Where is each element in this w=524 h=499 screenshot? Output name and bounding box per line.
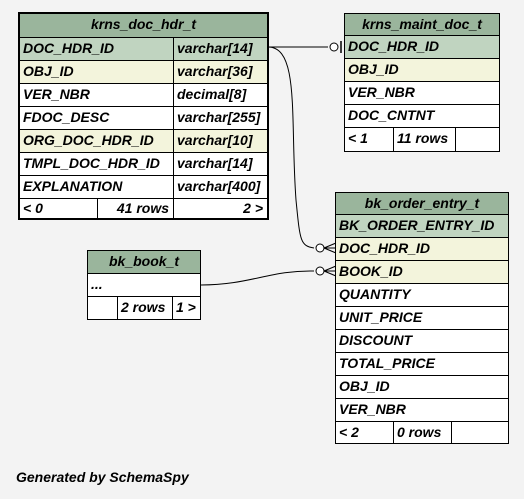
row-count: 2 rows [117, 297, 172, 319]
table-stats-row: < 0 41 rows 2 > [20, 199, 267, 218]
column-type: varchar[400] [173, 176, 267, 198]
child-count [455, 128, 499, 151]
column-name: VER_NBR [23, 86, 90, 102]
column-name: QUANTITY [339, 286, 411, 302]
table-row[interactable]: DOC_HDR_ID varchar[14] [20, 38, 267, 61]
table-row[interactable]: ORG_DOC_HDR_ID varchar[10] [20, 130, 267, 153]
table-header: bk_book_t [88, 251, 200, 274]
table-stats-row: 2 rows 1 > [88, 297, 200, 319]
table-row[interactable]: DOC_CNTNT [345, 105, 499, 128]
column-type: varchar[14] [173, 153, 267, 175]
child-count: 2 > [173, 199, 267, 218]
child-count: 1 > [172, 297, 200, 319]
relationship-line [200, 270, 315, 286]
generated-by-footer: Generated by SchemaSpy [16, 469, 189, 485]
column-type: varchar[14] [173, 38, 267, 60]
column-name: DOC_HDR_ID [23, 40, 115, 56]
child-count [451, 422, 508, 443]
parent-count: < 0 [23, 200, 43, 216]
column-name: FDOC_DESC [23, 109, 110, 125]
table-name: krns_doc_hdr_t [90, 16, 197, 32]
parent-count: < 1 [348, 130, 368, 146]
table-row[interactable]: BOOK_ID [336, 261, 508, 284]
column-name: DOC_HDR_ID [339, 240, 431, 256]
relationship-end-circle [329, 42, 339, 52]
table-row[interactable]: DOC_HDR_ID [336, 238, 508, 261]
table-row[interactable]: UNIT_PRICE [336, 307, 508, 330]
relationship-end-crow [323, 247, 337, 254]
table-row[interactable]: TMPL_DOC_HDR_ID varchar[14] [20, 153, 267, 176]
column-type: varchar[255] [173, 107, 267, 129]
column-name: OBJ_ID [23, 63, 74, 79]
table-row[interactable]: QUANTITY [336, 284, 508, 307]
parent-count: < 2 [339, 424, 359, 440]
column-name: ORG_DOC_HDR_ID [23, 132, 154, 148]
table-stats-row: < 2 0 rows [336, 422, 508, 443]
column-name: DOC_HDR_ID [348, 38, 440, 54]
row-count: 0 rows [393, 422, 451, 443]
table-header: krns_maint_doc_t [345, 14, 499, 36]
table-stats-row: < 1 11 rows [345, 128, 499, 151]
table-row[interactable]: OBJ_ID varchar[36] [20, 61, 267, 84]
table-name: krns_maint_doc_t [362, 16, 482, 32]
column-name: EXPLANATION [23, 178, 123, 194]
table-row[interactable]: VER_NBR [336, 399, 508, 422]
column-name: VER_NBR [348, 84, 415, 100]
table-bk-order-entry-t[interactable]: bk_order_entry_t BK_ORDER_ENTRY_ID DOC_H… [335, 192, 509, 444]
table-header: bk_order_entry_t [336, 193, 508, 215]
column-type: varchar[36] [173, 61, 267, 83]
table-row[interactable]: OBJ_ID [345, 59, 499, 82]
column-name: DOC_CNTNT [348, 107, 435, 123]
column-name: OBJ_ID [348, 61, 399, 77]
relationship-line [267, 46, 315, 249]
table-krns-doc-hdr-t[interactable]: krns_doc_hdr_t DOC_HDR_ID varchar[14] OB… [18, 12, 269, 220]
table-row[interactable]: OBJ_ID [336, 376, 508, 399]
table-row[interactable]: TOTAL_PRICE [336, 353, 508, 376]
column-name: BOOK_ID [339, 263, 403, 279]
row-count: 41 rows [97, 199, 173, 218]
relationship-end-circle [315, 243, 325, 253]
column-type: varchar[10] [173, 130, 267, 152]
relationship-end-crow [323, 265, 337, 272]
column-name: TOTAL_PRICE [339, 355, 435, 371]
row-count: 11 rows [393, 128, 455, 151]
table-row[interactable]: FDOC_DESC varchar[255] [20, 107, 267, 130]
table-row[interactable]: VER_NBR decimal[8] [20, 84, 267, 107]
relationship-end-crow [323, 242, 337, 249]
table-row[interactable]: EXPLANATION varchar[400] [20, 176, 267, 199]
column-name: VER_NBR [339, 401, 406, 417]
table-row[interactable]: DISCOUNT [336, 330, 508, 353]
table-name: bk_order_entry_t [364, 195, 480, 211]
table-name: bk_book_t [108, 253, 179, 269]
table-row[interactable]: ... [88, 274, 200, 297]
table-krns-maint-doc-t[interactable]: krns_maint_doc_t DOC_HDR_ID OBJ_ID VER_N… [344, 13, 500, 152]
column-name: DISCOUNT [339, 332, 413, 348]
column-name: OBJ_ID [339, 378, 390, 394]
table-header: krns_doc_hdr_t [20, 14, 267, 38]
parent-count [88, 297, 117, 319]
column-name: UNIT_PRICE [339, 309, 423, 325]
relationship-end-crow [323, 270, 337, 277]
table-row[interactable]: VER_NBR [345, 82, 499, 105]
column-name: TMPL_DOC_HDR_ID [23, 155, 160, 171]
column-type: decimal[8] [173, 84, 267, 106]
table-bk-book-t[interactable]: bk_book_t ... 2 rows 1 > [87, 250, 201, 320]
table-row[interactable]: BK_ORDER_ENTRY_ID [336, 215, 508, 238]
relationship-end-circle [315, 266, 325, 276]
column-name: BK_ORDER_ENTRY_ID [339, 217, 495, 233]
table-row[interactable]: DOC_HDR_ID [345, 36, 499, 59]
column-name: ... [91, 276, 103, 292]
